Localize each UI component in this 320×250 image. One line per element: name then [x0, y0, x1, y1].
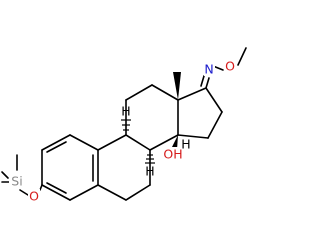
- bond: [205, 87, 223, 113]
- bond: [177, 134, 209, 139]
- si-atom-label: Si: [11, 174, 22, 189]
- bond: [1, 171, 9, 179]
- molecule-structure: N O OH O Si H H H: [1, 47, 247, 204]
- bond: [69, 134, 99, 151]
- oxime-bonds: [200, 47, 247, 89]
- atom-si: Si: [9, 174, 25, 189]
- oxime-o-atom-label: O: [225, 59, 235, 74]
- stereo-h-label: H: [145, 164, 154, 179]
- stereo-h-label: H: [181, 137, 190, 152]
- bond: [41, 184, 71, 201]
- bond: [125, 84, 153, 101]
- bond: [125, 184, 151, 201]
- bond: [19, 189, 29, 196]
- atom-o-oxime: O: [224, 59, 236, 74]
- bond: [97, 184, 127, 201]
- atom-o-ether: O: [28, 189, 40, 204]
- ring-a-bonds: [41, 134, 99, 201]
- bond: [237, 47, 247, 66]
- stereo-h-label: H: [121, 104, 130, 119]
- bond: [41, 134, 71, 151]
- ring-b-bonds: [97, 134, 151, 201]
- double-bond: [205, 77, 210, 89]
- aromatic-bond: [46, 141, 67, 153]
- ring-d-bonds: [177, 87, 223, 139]
- ether-bonds: [1, 154, 43, 196]
- bond: [125, 134, 151, 151]
- double-bond: [200, 75, 205, 87]
- hash-bond-c9: [121, 119, 131, 131]
- ring-c-bonds: [125, 84, 179, 151]
- atom-oh: OH: [162, 147, 184, 162]
- bond: [69, 184, 99, 201]
- bond: [149, 134, 179, 151]
- bond: [39, 184, 43, 191]
- bond: [177, 87, 207, 101]
- aromatic-bond: [46, 182, 67, 194]
- ether-o-atom-label: O: [29, 189, 39, 204]
- hash-bond-c8: [145, 154, 155, 164]
- hydroxyl-atom-label: OH: [163, 147, 182, 162]
- methyl-wedge-bond: [173, 72, 181, 100]
- atom-n: N: [204, 62, 215, 77]
- n-atom-label: N: [204, 62, 213, 77]
- bond: [151, 84, 179, 101]
- bond: [207, 111, 223, 139]
- bond: [97, 134, 127, 151]
- hydroxyl-wedge-bond: [171, 135, 178, 150]
